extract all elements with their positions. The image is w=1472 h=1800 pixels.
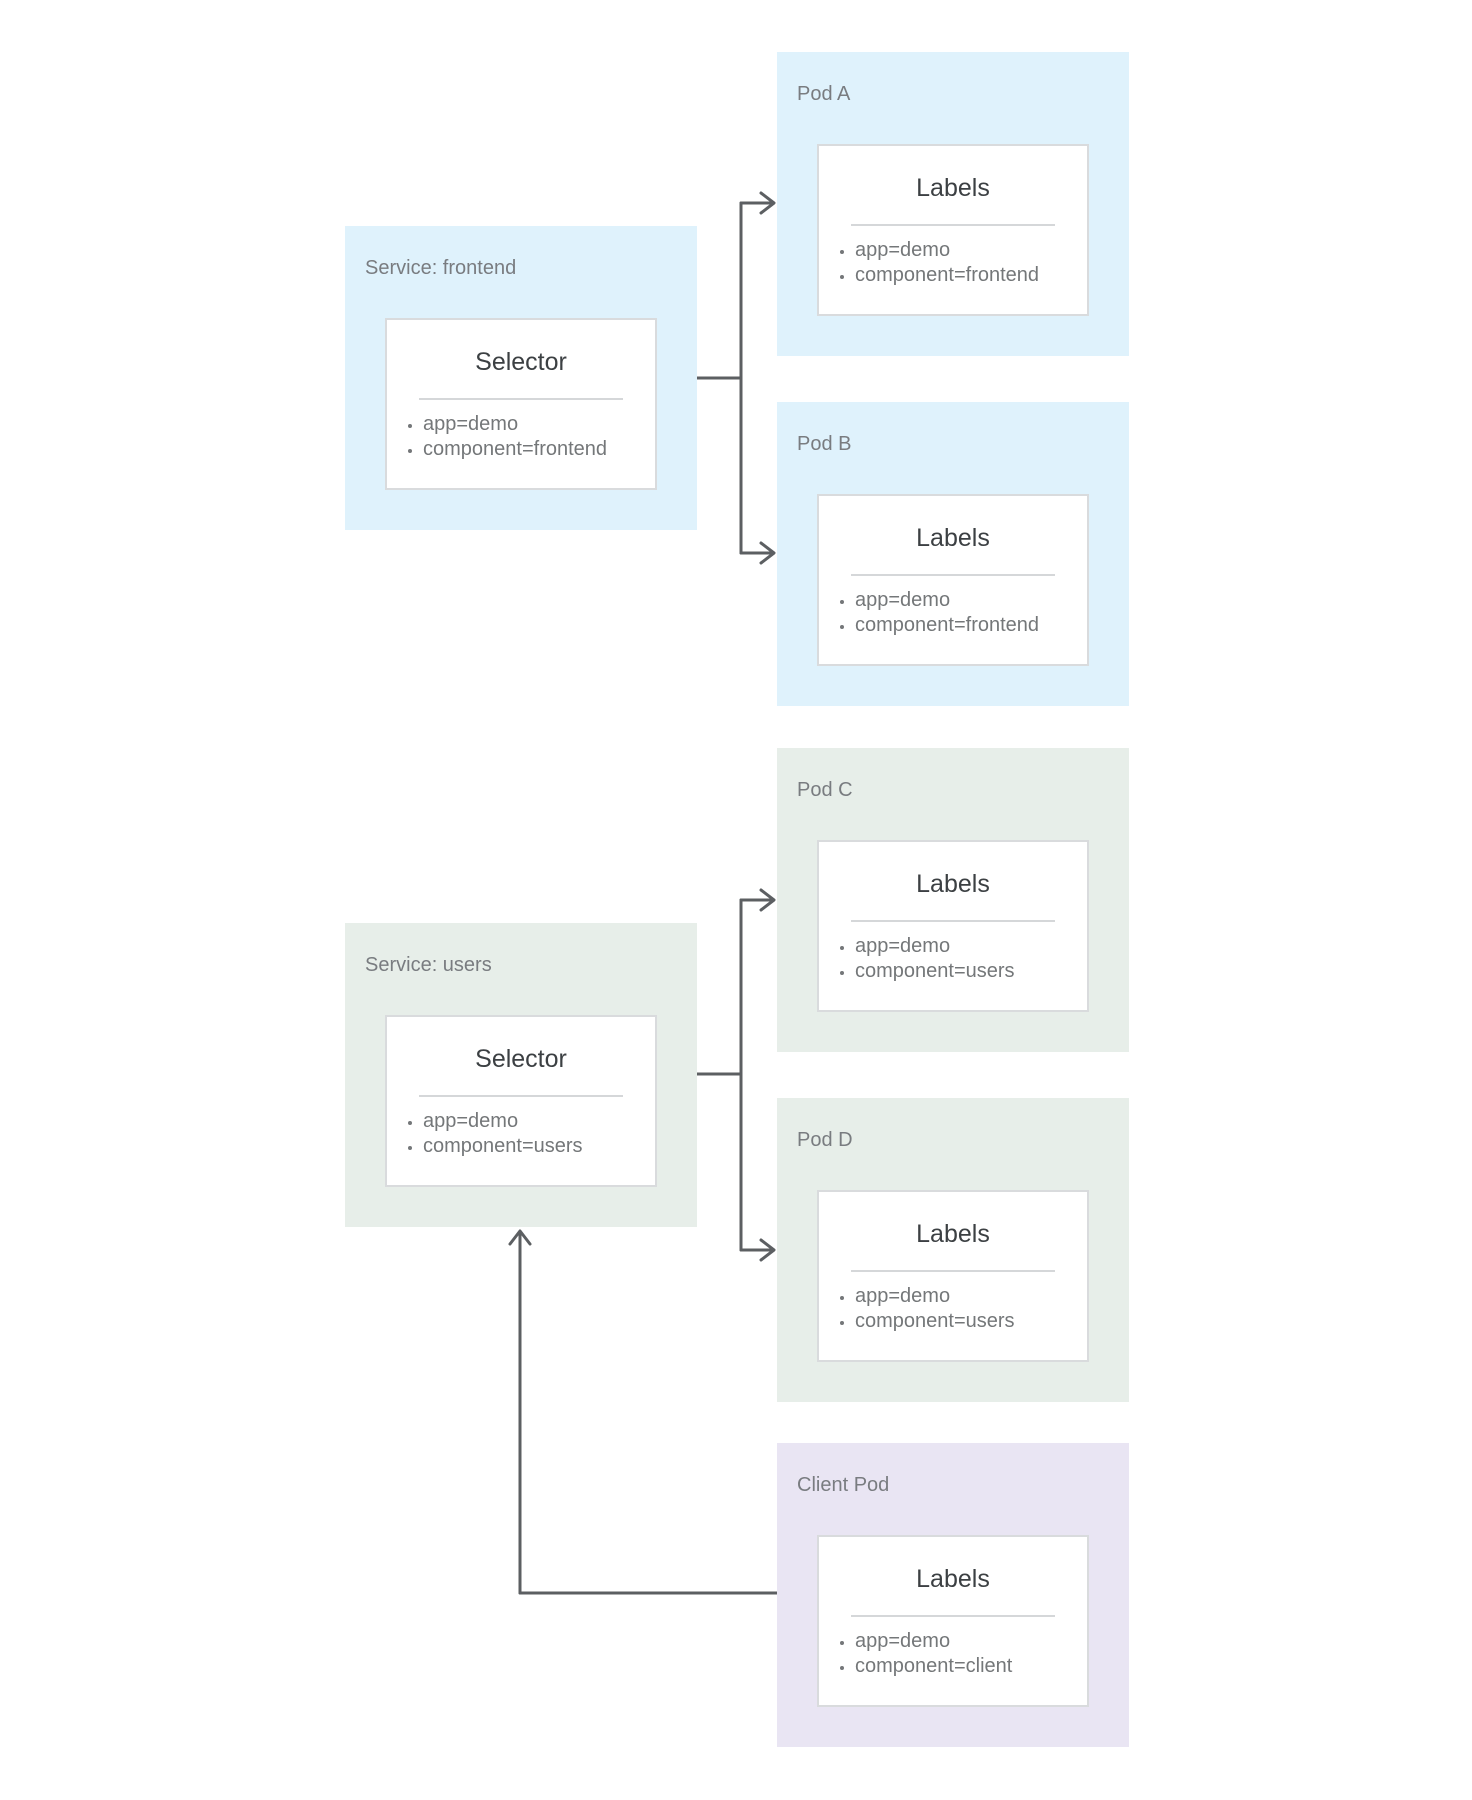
card-title: Labels	[916, 1565, 990, 1593]
card-title: Labels	[916, 870, 990, 898]
node-title: Pod A	[797, 83, 851, 105]
node-title: Service: frontend	[365, 257, 517, 279]
label-item: app=demo	[855, 588, 1077, 613]
label-list: app=democomponent=client	[819, 1629, 1087, 1679]
card-title: Labels	[916, 524, 990, 552]
labels-card: Labels app=democomponent=frontend	[817, 494, 1089, 666]
divider	[851, 920, 1055, 922]
label-item: app=demo	[855, 1284, 1077, 1309]
card-title: Selector	[475, 348, 567, 376]
node-title: Service: users	[365, 954, 492, 976]
node-title: Pod C	[797, 779, 853, 801]
arrow-service-frontend-to-pod-a	[695, 191, 776, 380]
label-item: component=frontend	[855, 613, 1077, 638]
labels-card: Labels app=democomponent=users	[817, 840, 1089, 1012]
label-list: app=democomponent=frontend	[819, 238, 1087, 288]
selector-card: Selector app=democomponent=users	[385, 1015, 657, 1187]
label-item: app=demo	[855, 1629, 1077, 1654]
label-list: app=democomponent=users	[819, 1284, 1087, 1334]
label-item: component=frontend	[423, 437, 645, 462]
divider	[851, 224, 1055, 226]
pod-b-box: Pod B Labels app=democomponent=frontend	[777, 402, 1129, 706]
label-item: component=frontend	[855, 263, 1077, 288]
arrow-service-users-to-pod-c	[695, 888, 776, 1076]
label-item: app=demo	[855, 934, 1077, 959]
pod-a-box: Pod A Labels app=democomponent=frontend	[777, 52, 1129, 356]
label-item: app=demo	[855, 238, 1077, 263]
divider	[419, 398, 623, 400]
node-title: Client Pod	[797, 1474, 890, 1496]
divider	[419, 1095, 623, 1097]
labels-card: Labels app=democomponent=users	[817, 1190, 1089, 1362]
label-list: app=democomponent=frontend	[819, 588, 1087, 638]
label-item: app=demo	[423, 1109, 645, 1134]
card-title: Labels	[916, 174, 990, 202]
label-item: app=demo	[423, 412, 645, 437]
labels-card: Labels app=democomponent=client	[817, 1535, 1089, 1707]
divider	[851, 1270, 1055, 1272]
label-item: component=users	[423, 1134, 645, 1159]
label-list: app=democomponent=users	[387, 1109, 655, 1159]
arrow-client-pod-to-service-users	[508, 1229, 779, 1595]
card-title: Labels	[916, 1220, 990, 1248]
label-list: app=democomponent=users	[819, 934, 1087, 984]
arrow-service-frontend-to-pod-b	[739, 376, 776, 565]
pod-d-box: Pod D Labels app=democomponent=users	[777, 1098, 1129, 1402]
divider	[851, 1615, 1055, 1617]
pod-c-box: Pod C Labels app=democomponent=users	[777, 748, 1129, 1052]
node-title: Pod D	[797, 1129, 853, 1151]
label-item: component=users	[855, 959, 1077, 984]
divider	[851, 574, 1055, 576]
selector-card: Selector app=democomponent=frontend	[385, 318, 657, 490]
label-item: component=client	[855, 1654, 1077, 1679]
label-item: component=users	[855, 1309, 1077, 1334]
card-title: Selector	[475, 1045, 567, 1073]
labels-card: Labels app=democomponent=frontend	[817, 144, 1089, 316]
label-list: app=democomponent=frontend	[387, 412, 655, 462]
arrow-service-users-to-pod-d	[739, 1072, 776, 1262]
node-title: Pod B	[797, 433, 852, 455]
